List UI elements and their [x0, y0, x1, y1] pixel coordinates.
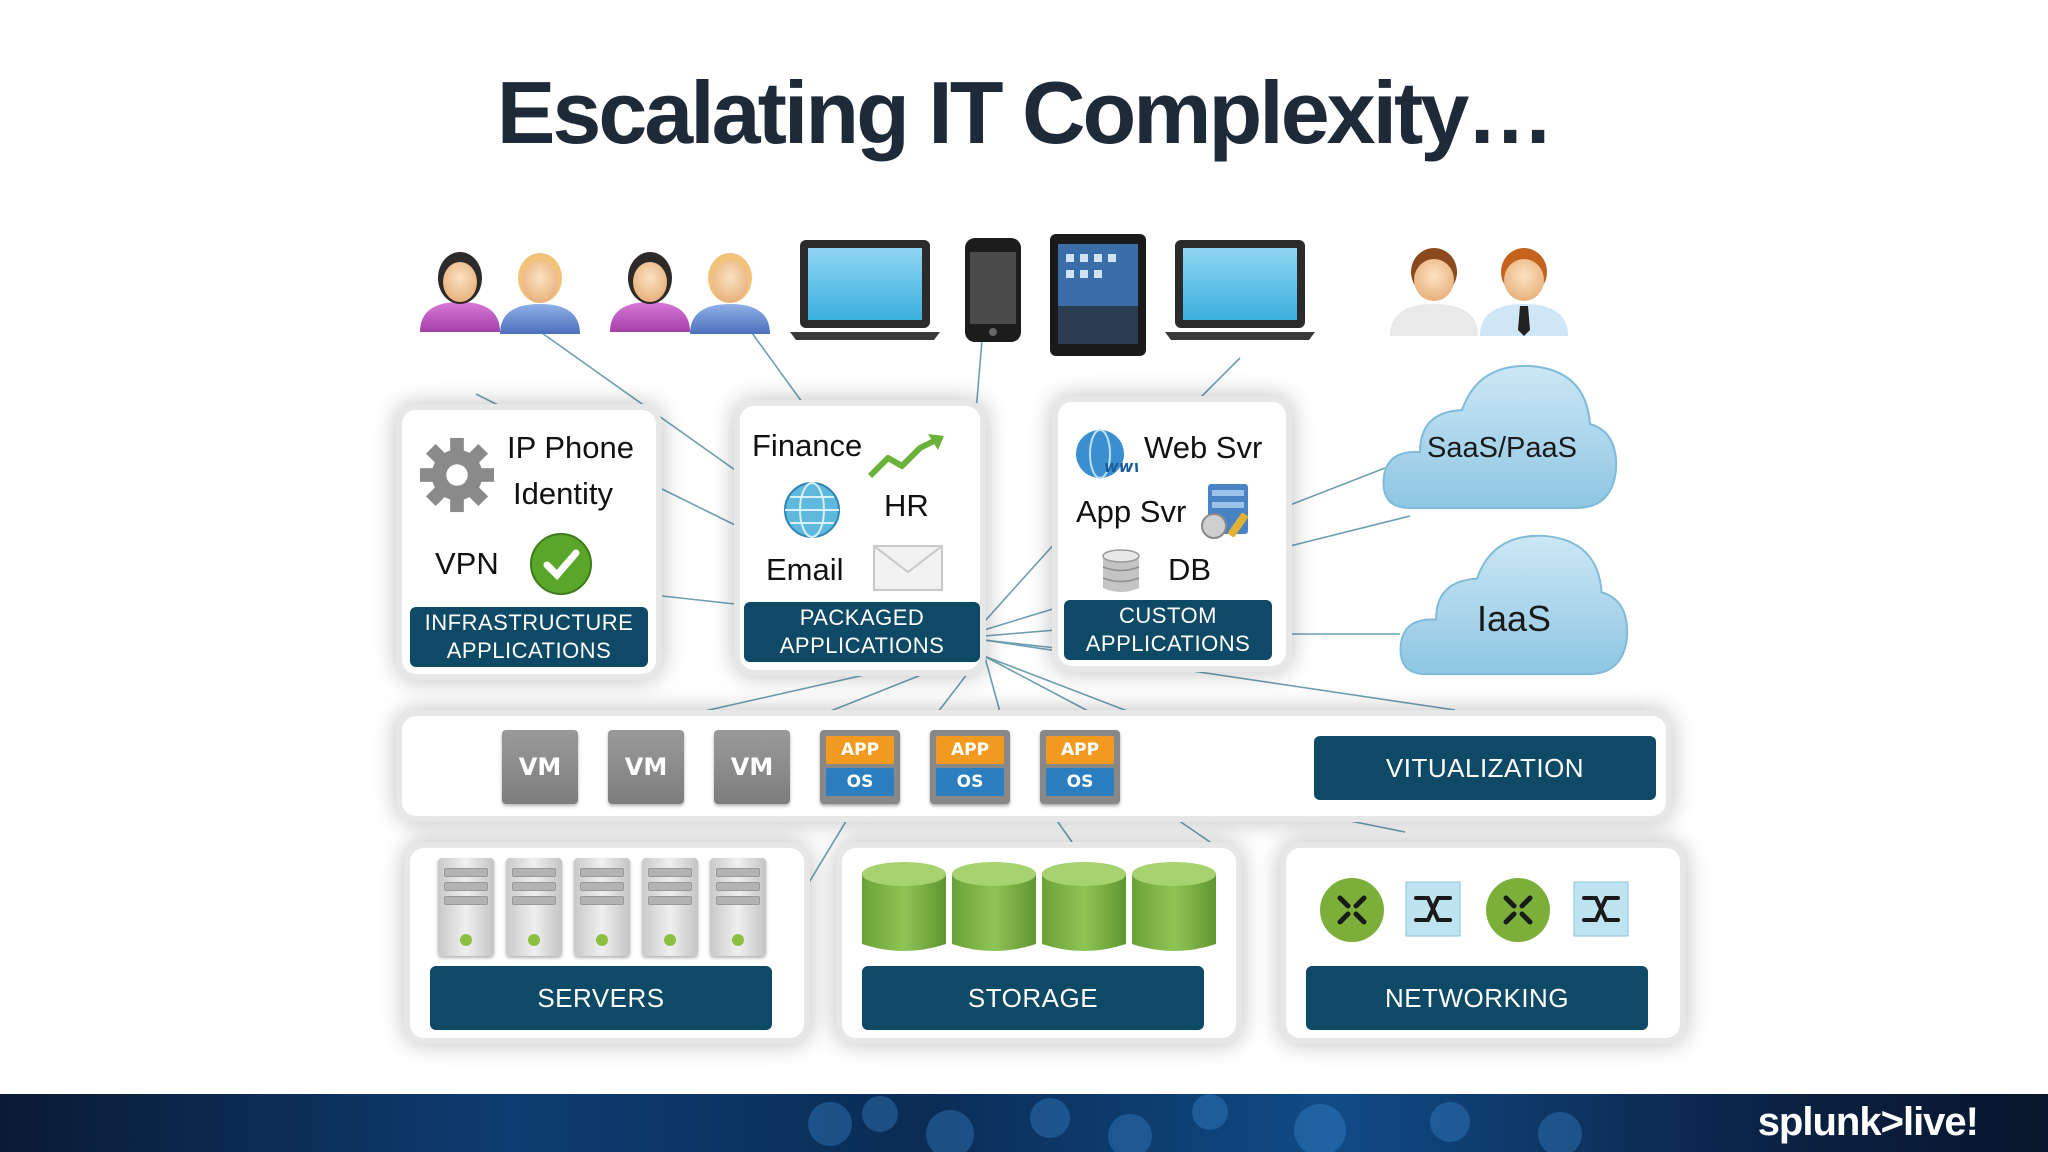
- server-icon: [574, 858, 630, 956]
- user-woman-icon: [420, 252, 500, 332]
- globe-icon: [784, 482, 840, 538]
- splunk-live-logo: splunk>live!: [1757, 1100, 1979, 1144]
- svg-text:www: www: [1104, 457, 1138, 476]
- server-icon: [642, 858, 698, 956]
- cloud-saas-paas-label: SaaS/PaaS: [1427, 432, 1577, 464]
- laptop-icon: [1165, 240, 1315, 340]
- app-label: APP: [936, 736, 1004, 764]
- packaged-item-hr: HR: [884, 488, 929, 523]
- packaged-item-finance: Finance: [752, 428, 863, 463]
- app-label: APP: [826, 736, 894, 764]
- switch-icon: [1573, 881, 1629, 937]
- checkmark-icon: [530, 533, 592, 595]
- chart-up-icon: [867, 434, 944, 479]
- envelope-icon: [873, 545, 943, 591]
- os-label: OS: [936, 768, 1004, 796]
- user-man-icon: [500, 253, 580, 334]
- cloud-icon: [1382, 364, 1618, 509]
- custom-band: CUSTOM APPLICATIONS: [1064, 600, 1272, 660]
- servers-band: SERVERS: [430, 966, 772, 1030]
- business-user-icon: [1480, 248, 1568, 336]
- app-label: APP: [1046, 736, 1114, 764]
- business-user-icon: [1390, 248, 1478, 336]
- server-icon: [506, 858, 562, 956]
- footer-pattern: [808, 1094, 1582, 1152]
- web-server-icon: www: [1076, 429, 1138, 479]
- laptop-icon: [790, 240, 940, 340]
- disk-icon: [1042, 862, 1126, 951]
- user-woman-icon: [610, 252, 690, 332]
- app-os-icon: APP OS: [820, 730, 900, 804]
- vm-icon: VM: [714, 730, 790, 804]
- router-icon: [1320, 878, 1384, 942]
- network-devices: [1320, 878, 1629, 942]
- disk-icon: [862, 862, 946, 951]
- infrastructure-band: INFRASTRUCTURE APPLICATIONS: [410, 607, 648, 667]
- custom-item-db: DB: [1168, 552, 1212, 587]
- router-icon: [1486, 878, 1550, 942]
- virtualization-band: VITUALIZATION: [1314, 736, 1656, 800]
- app-server-icon: [1201, 484, 1248, 539]
- app-os-icon: APP OS: [930, 730, 1010, 804]
- gear-icon: [419, 437, 495, 513]
- vm-icon: VM: [502, 730, 578, 804]
- custom-item-web-svr: Web Svr: [1144, 430, 1263, 465]
- server-icon: [438, 858, 494, 956]
- os-label: OS: [1046, 768, 1114, 796]
- switch-icon: [1405, 881, 1461, 937]
- vm-icon: VM: [608, 730, 684, 804]
- cloud-icon: [1399, 534, 1629, 676]
- footer-banner: splunk>live!: [0, 1094, 2048, 1152]
- page-title: Escalating IT Complexity…: [496, 63, 1555, 162]
- os-label: OS: [826, 768, 894, 796]
- user-man-icon: [690, 253, 770, 334]
- smartphone-icon: [965, 238, 1021, 342]
- infra-item-ip-phone: IP Phone: [507, 430, 634, 465]
- server-icon: [710, 858, 766, 956]
- custom-item-app-svr: App Svr: [1076, 494, 1187, 529]
- cloud-iaas-label: IaaS: [1476, 598, 1552, 639]
- packaged-item-email: Email: [766, 552, 844, 587]
- database-icon: [1102, 549, 1140, 592]
- users-devices-row: [420, 234, 1568, 356]
- disk-icon: [1132, 862, 1216, 951]
- packaged-band: PACKAGED APPLICATIONS: [744, 602, 980, 662]
- infra-item-identity: Identity: [513, 476, 613, 511]
- app-os-icon: APP OS: [1040, 730, 1120, 804]
- storage-disks: [862, 862, 1216, 951]
- disk-icon: [952, 862, 1036, 951]
- networking-band: NETWORKING: [1306, 966, 1648, 1030]
- infra-item-vpn: VPN: [435, 546, 499, 581]
- storage-band: STORAGE: [862, 966, 1204, 1030]
- tablet-icon: [1050, 234, 1146, 356]
